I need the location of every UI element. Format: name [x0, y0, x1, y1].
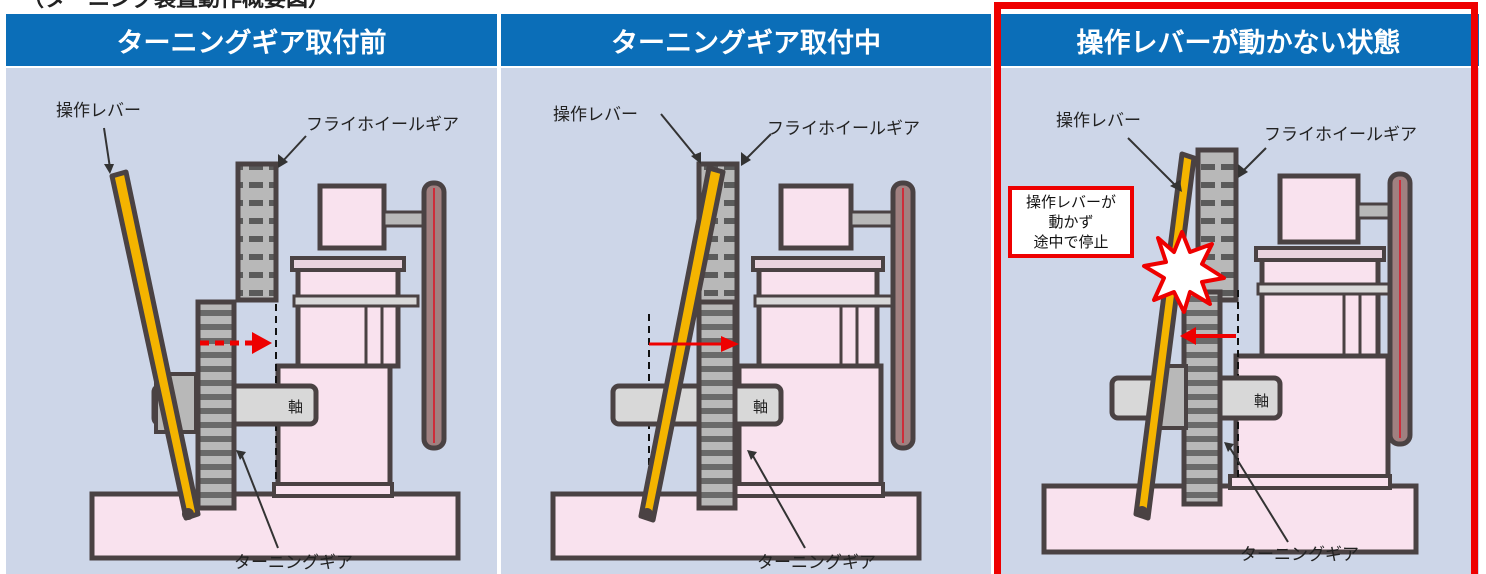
operating-lever [109, 169, 201, 521]
motor-cap [751, 256, 885, 272]
label-flywheel-gear: フライホイールギア [1264, 125, 1417, 145]
base-plate [1041, 483, 1419, 555]
motor-top [1277, 173, 1361, 245]
diagram-before-install: 操作レバー フライホイールギア 軸 ターニングギア [56, 101, 461, 573]
label-shaft: 軸 [753, 398, 768, 416]
header-during-install: ターニングギア取付中 [501, 14, 991, 66]
header-before-install: ターニングギア取付前 [6, 14, 497, 66]
base-plate [89, 491, 461, 561]
warning-line-1: 操作レバーが [1025, 193, 1116, 211]
diagram-during-install: 操作レバー フライホイールギア 軸 ターニングギア [550, 105, 922, 573]
motor-shaft-arm [382, 210, 426, 228]
diagram-lever-stuck: 操作レバー フライホイールギア 軸 ターニングギア [1041, 111, 1419, 565]
motor-stand [272, 482, 394, 498]
label-shaft: 軸 [288, 398, 303, 416]
label-operating-lever: 操作レバー [56, 101, 141, 121]
panel-before-install: 操作レバー フライホイールギア 軸 ターニングギア [6, 68, 497, 574]
motor-rail [292, 294, 420, 308]
label-turning-gear: ターニングギア [234, 553, 353, 573]
label-operating-lever: 操作レバー [1056, 111, 1141, 131]
panel-during-install: 操作レバー フライホイールギア 軸 ターニングギア [501, 68, 991, 574]
motor-top [778, 183, 854, 251]
top-caption: （ターニング装置動作概要図） [22, 0, 330, 12]
motor-cap [1254, 246, 1386, 262]
label-turning-gear: ターニングギア [757, 553, 876, 573]
motor-mid [756, 263, 880, 369]
header-lever-stuck: 操作レバーが動かない状態 [998, 14, 1479, 66]
turning-gear [195, 299, 237, 511]
warning-line-3: 途中で停止 [1033, 233, 1109, 251]
label-shaft: 軸 [1254, 392, 1269, 410]
collision-burst-icon [1142, 230, 1226, 314]
label-flywheel-gear: フライホイールギア [306, 115, 459, 135]
turning-gear [696, 299, 738, 511]
panel-lever-stuck: 操作レバー フライホイールギア 軸 ターニングギア [998, 68, 1479, 574]
motor-stand [733, 482, 885, 498]
motor-top [317, 183, 387, 251]
motor-rail [753, 294, 895, 308]
motor-cap [290, 256, 406, 272]
motor-stand [1228, 474, 1392, 490]
turning-gear [1181, 289, 1223, 507]
label-operating-lever: 操作レバー [553, 105, 638, 125]
label-turning-gear: ターニングギア [1240, 545, 1359, 565]
motor-shaft-arm [849, 210, 897, 228]
warning-callout: 操作レバーが 動かず 途中で停止 [1008, 186, 1134, 258]
warning-line-2: 動かず [1048, 213, 1094, 231]
label-flywheel-gear: フライホイールギア [767, 119, 920, 139]
flywheel-gear [235, 161, 279, 303]
motor-rail [1256, 282, 1394, 296]
